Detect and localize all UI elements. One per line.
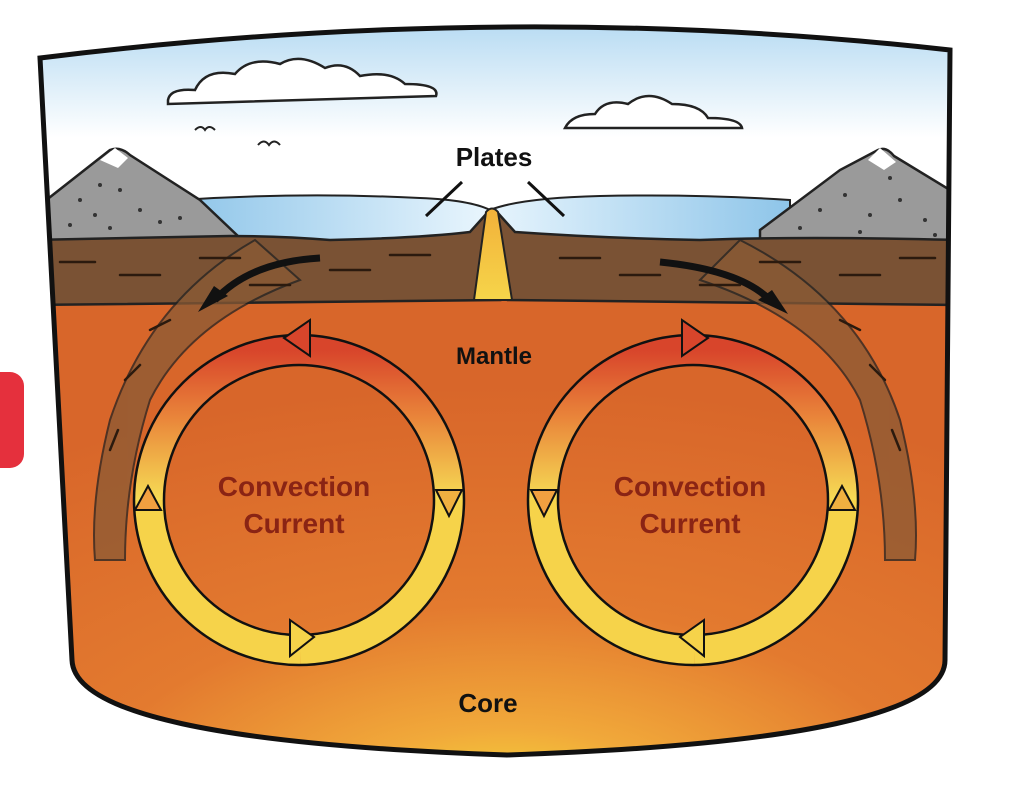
left-cloud: [166, 57, 438, 106]
core-label: Core: [458, 688, 517, 718]
mantle-layer: [40, 280, 950, 755]
mountain-texture: [68, 176, 937, 237]
right-convection-label-line1: Convection: [614, 471, 766, 502]
left-mountain: [40, 147, 244, 247]
right-plate-motion-arrow: [659, 258, 773, 303]
diagram-frame: [37, 24, 953, 758]
right-convection-label-line2: Current: [639, 508, 740, 539]
left-subducting-slab: [93, 238, 302, 561]
left-mountain-snow: [100, 148, 128, 168]
plates-pointer-left: [424, 180, 464, 218]
ridge-magma: [472, 207, 514, 301]
mantle-label: Mantle: [456, 343, 532, 370]
plates-label: Plates: [456, 142, 533, 172]
right-cloud: [562, 94, 744, 130]
right-mountain-snow: [868, 148, 896, 170]
bird-icon: [194, 126, 216, 132]
left-convection-label-line2: Current: [243, 508, 344, 539]
plates-pointer-right: [526, 180, 566, 218]
right-convection-cycle: [526, 318, 860, 667]
red-edge-tab-icon: [0, 372, 24, 468]
left-plate-arrowhead: [198, 286, 228, 312]
right-plate-arrowhead: [758, 290, 788, 314]
crust-texture: [58, 253, 937, 452]
bird-icon: [257, 140, 281, 147]
left-convection-label-line1: Convection: [218, 471, 370, 502]
left-convection-cycle: [132, 318, 466, 667]
